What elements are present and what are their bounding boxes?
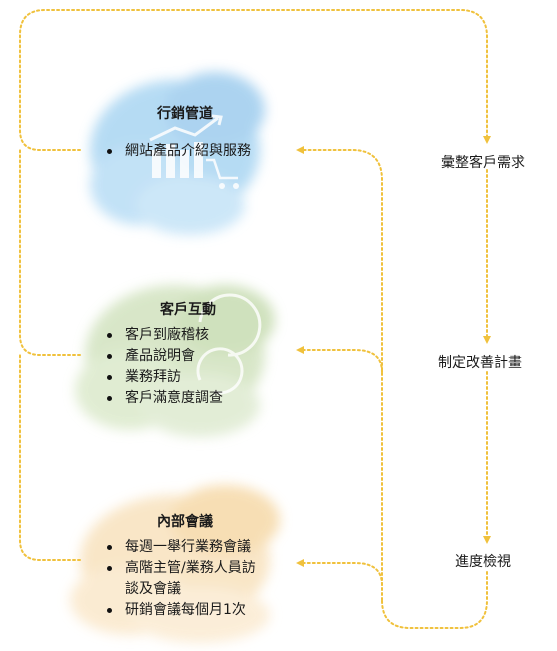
list-item: 高階主管/業務人員訪	[105, 558, 256, 579]
left-connector-bottom	[19, 354, 81, 561]
marketing-channel-title: 行銷管道	[157, 106, 213, 122]
list-item: 產品說明會	[105, 346, 223, 367]
orange-watercolor-cloud	[70, 485, 280, 643]
list-item: 客戶到廠稽核	[105, 325, 223, 346]
right-column-line-3	[381, 571, 488, 629]
inner-return-line	[296, 146, 383, 601]
list-item: 客戶滿意度調查	[105, 388, 223, 409]
list-item: 每週一舉行業務會議	[105, 537, 256, 558]
list-item-continuation: 談及會議	[125, 581, 181, 597]
list-item: 業務拜訪	[105, 367, 223, 388]
step-progress-review: 進度檢視	[455, 554, 511, 570]
marketing-channel-list: 網站產品介紹與服務	[105, 141, 251, 162]
step-collect-requirements: 彙整客戶需求	[441, 155, 525, 171]
customer-interaction-title: 客戶互動	[160, 302, 216, 318]
internal-meeting-list: 每週一舉行業務會議 高階主管/業務人員訪 談及會議 研銷會議每個月1次	[105, 537, 256, 621]
customer-interaction-list: 客戶到廠稽核 產品說明會 業務拜訪 客戶滿意度調查	[105, 325, 223, 409]
internal-meeting-title: 內部會議	[157, 514, 213, 530]
outer-loop-line	[19, 9, 491, 151]
left-connector-mid	[19, 149, 81, 356]
blue-watercolor-cloud	[90, 72, 265, 235]
arrow-to-customer-section	[296, 346, 383, 373]
chart-cart-icon	[149, 114, 239, 189]
arrow-to-internal-section	[296, 559, 383, 586]
list-item: 研銷會議每個月1次	[105, 600, 256, 621]
step-improvement-plan: 制定改善計畫	[438, 355, 522, 371]
list-item: 網站產品介紹與服務	[105, 141, 251, 162]
refresh-cycle-icon	[196, 293, 262, 395]
